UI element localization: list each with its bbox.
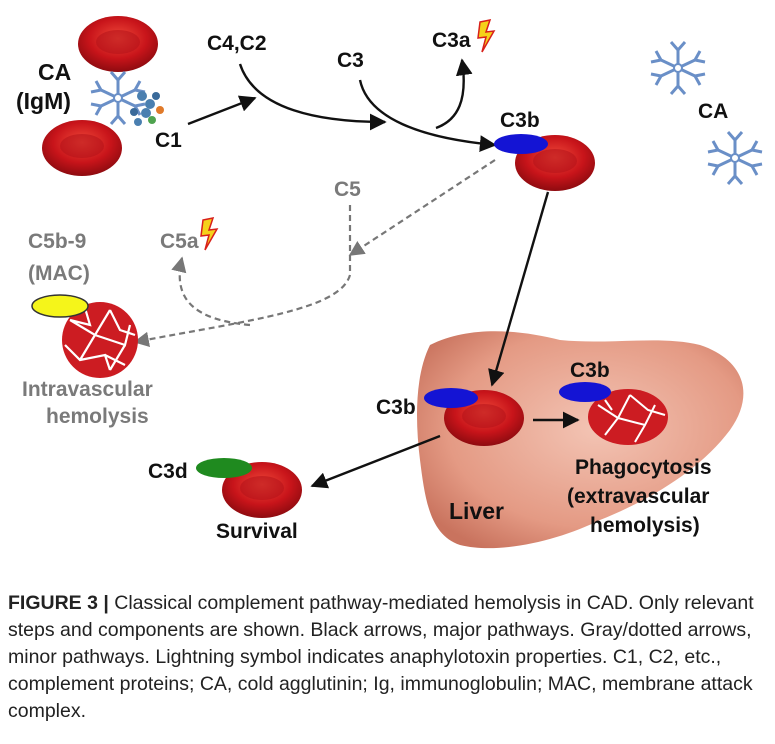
survival-arrow	[310, 434, 441, 489]
figure-caption: FIGURE 3 | Classical complement pathway-…	[8, 590, 768, 725]
c3b-to-c5-arrow	[348, 159, 496, 256]
rbc-top-icon	[78, 16, 158, 72]
c1-complex-icon	[130, 91, 164, 126]
complement-pathway-diagram: CA (IgM) C1 C4,C2 C3 C3a C3b CA C5 C5a C…	[16, 16, 764, 549]
c4c2-arrow	[238, 63, 387, 131]
c1-label: C1	[155, 129, 182, 152]
survival-label: Survival	[216, 520, 298, 543]
c3b-oval-liver	[424, 388, 478, 408]
c3a-label: C3a	[432, 29, 471, 52]
c3d-oval	[196, 458, 252, 478]
mac-label: (MAC)	[28, 262, 90, 285]
c4c2-label: C4,C2	[207, 32, 267, 55]
ca-antibody-icon-1	[649, 40, 707, 96]
ca-label-top: CA	[38, 59, 71, 85]
igm-label: (IgM)	[16, 88, 71, 114]
c3b-oval-top	[494, 134, 548, 154]
c5a-lightning-icon	[200, 217, 218, 251]
rbc-bottom-icon	[42, 120, 122, 176]
phagocytosis-label-2: (extravascular	[567, 485, 709, 508]
c3-label: C3	[337, 49, 364, 72]
c3a-arrow	[435, 58, 473, 130]
c5b9-label: C5b-9	[28, 230, 86, 253]
c3a-lightning-icon	[477, 19, 495, 53]
mac-oval	[31, 294, 89, 318]
phagocytosis-label-3: hemolysis)	[590, 514, 700, 537]
liver-label: Liver	[449, 498, 504, 524]
c5a-arrow	[171, 256, 251, 327]
ca-label-right: CA	[698, 100, 728, 123]
figure-label: FIGURE 3 |	[8, 592, 109, 614]
ca-antibody-icon-2	[706, 130, 764, 186]
phagocytosed-rbc-icon	[588, 389, 668, 445]
intravascular-label-2: hemolysis	[46, 405, 149, 428]
igm-antibody-icon	[89, 70, 147, 126]
intravascular-label-1: Intravascular	[22, 378, 153, 401]
c5a-label: C5a	[160, 230, 199, 253]
caption-text: Classical complement pathway-mediated he…	[8, 592, 754, 722]
c5-label: C5	[334, 178, 361, 201]
c3b-label-top: C3b	[500, 109, 540, 132]
c3-arrow	[358, 79, 497, 152]
phagocytosis-label-1: Phagocytosis	[575, 456, 712, 479]
c3b-oval-phago	[559, 382, 611, 402]
rbc-to-liver-arrow	[488, 191, 550, 387]
c3b-label-liver: C3b	[376, 396, 416, 419]
c3d-label: C3d	[148, 460, 188, 483]
c5-to-mac-arrow	[133, 274, 352, 347]
c1-arrow	[187, 95, 257, 126]
c3b-label-phago: C3b	[570, 359, 610, 382]
